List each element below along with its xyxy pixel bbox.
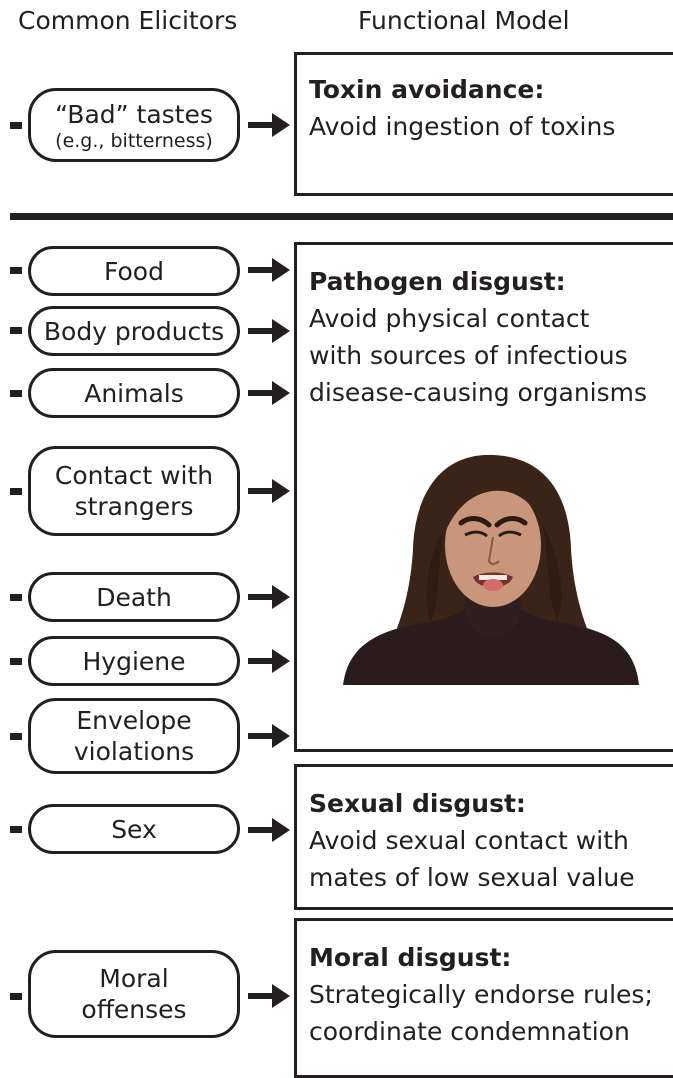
connector-dash (10, 993, 22, 1000)
connector-dash (10, 488, 22, 495)
elicitor-sublabel: (e.g., bitterness) (55, 130, 213, 152)
model-description: with sources of infectious (309, 337, 628, 374)
elicitor-label: Moral (99, 963, 168, 994)
model-box-sexual-disgust: Sexual disgust: Avoid sexual contact wit… (294, 764, 673, 910)
model-description: Avoid physical contact (309, 300, 589, 337)
connector-dash (10, 826, 22, 833)
model-box-pathogen-disgust: Pathogen disgust: Avoid physical contact… (294, 242, 673, 752)
model-title: Sexual disgust: (309, 785, 526, 822)
elicitor-label-line2: violations (74, 736, 194, 767)
connector-dash (10, 122, 22, 129)
elicitor-moral-offenses: Moral offenses (28, 950, 240, 1038)
model-box-toxin-avoidance: Toxin avoidance: Avoid ingestion of toxi… (294, 52, 673, 196)
elicitor-label: Sex (111, 814, 157, 845)
elicitor-bad-tastes: “Bad” tastes (e.g., bitterness) (28, 88, 240, 162)
elicitor-label: “Bad” tastes (55, 99, 213, 130)
arrow-right-icon (248, 258, 290, 282)
model-description: Strategically endorse rules; (309, 976, 653, 1013)
model-description: mates of low sexual value (309, 859, 635, 896)
elicitor-label-line2: strangers (75, 491, 194, 522)
arrow-right-icon (248, 381, 290, 405)
elicitor-death: Death (28, 572, 240, 622)
arrow-right-icon (248, 649, 290, 673)
elicitor-contact-with-strangers: Contact with strangers (28, 446, 240, 536)
model-description: Avoid sexual contact with (309, 822, 629, 859)
header-common-elicitors: Common Elicitors (18, 6, 237, 35)
model-description: disease-causing organisms (309, 374, 647, 411)
model-description: coordinate condemnation (309, 1013, 630, 1050)
model-title: Pathogen disgust: (309, 263, 566, 300)
elicitor-label: Envelope (76, 705, 191, 736)
elicitor-label: Body products (44, 316, 224, 347)
arrow-right-icon (248, 818, 290, 842)
connector-dash (10, 267, 22, 274)
connector-dash (10, 733, 22, 740)
elicitor-sex: Sex (28, 804, 240, 854)
connector-dash (10, 327, 22, 334)
arrow-right-icon (248, 113, 290, 137)
elicitor-envelope-violations: Envelope violations (28, 698, 240, 774)
connector-dash (10, 390, 22, 397)
section-divider (10, 213, 673, 220)
connector-dash (10, 594, 22, 601)
elicitor-label: Contact with (55, 460, 213, 491)
connector-dash (10, 658, 22, 665)
elicitor-label: Hygiene (82, 646, 185, 677)
disgust-face-photo (343, 453, 639, 685)
arrow-right-icon (248, 585, 290, 609)
elicitor-animals: Animals (28, 368, 240, 418)
arrow-right-icon (248, 984, 290, 1008)
arrow-right-icon (248, 319, 290, 343)
model-title: Moral disgust: (309, 939, 511, 976)
arrow-right-icon (248, 479, 290, 503)
elicitor-body-products: Body products (28, 306, 240, 356)
elicitor-food: Food (28, 246, 240, 296)
elicitor-hygiene: Hygiene (28, 636, 240, 686)
elicitor-label: Animals (84, 378, 184, 409)
model-description: Avoid ingestion of toxins (309, 108, 615, 145)
arrow-right-icon (248, 724, 290, 748)
model-box-moral-disgust: Moral disgust: Strategically endorse rul… (294, 918, 673, 1078)
model-title: Toxin avoidance: (309, 71, 544, 108)
elicitor-label-line2: offenses (81, 994, 186, 1025)
elicitor-label: Death (96, 582, 172, 613)
header-functional-model: Functional Model (358, 6, 570, 35)
elicitor-label: Food (104, 256, 164, 287)
